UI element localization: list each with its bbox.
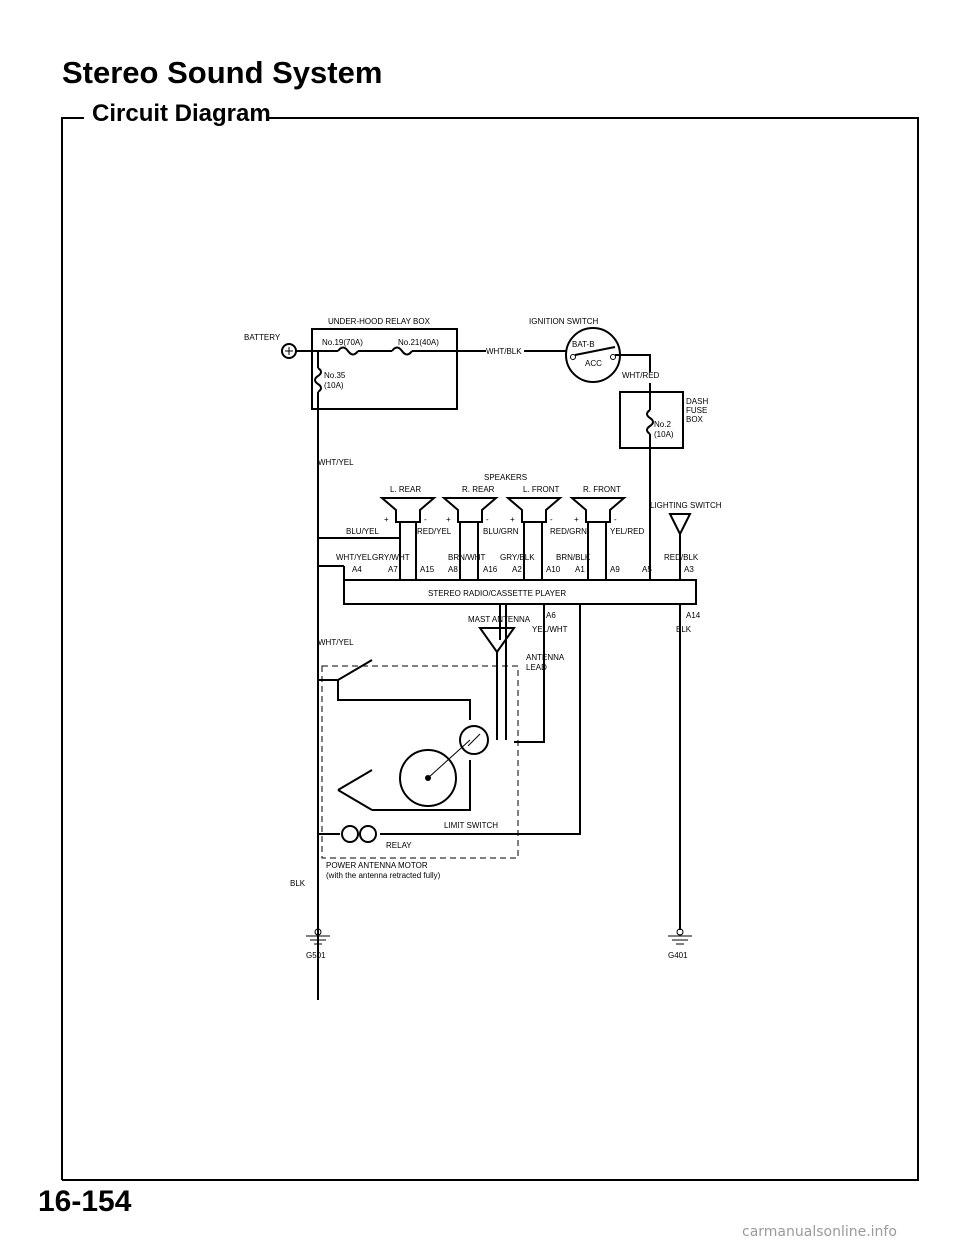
speaker-label-r-front: R. FRONT [583, 485, 621, 494]
watermark: carmanualsonline.info [742, 1224, 897, 1240]
terminal-a1: A1 [575, 565, 585, 574]
ignition-switch-label: IGNITION SWITCH [529, 317, 599, 326]
speaker-r-rear-icon: +- [441, 497, 499, 524]
wire-blu-yel-label: BLU/YEL [346, 527, 379, 536]
fuse-2-label: No.2 [654, 420, 671, 429]
speakers-label: SPEAKERS [484, 473, 527, 482]
section-subtitle: Circuit Diagram [92, 100, 271, 127]
wire-yel-wht-label: YEL/WHT [532, 625, 568, 634]
acc-label: ACC [585, 359, 602, 368]
relay-coil-icon [341, 825, 359, 843]
svg-text:+: + [384, 515, 389, 524]
wire-yel-red-label: YEL/RED [610, 527, 644, 536]
dash-fuse-box [619, 391, 684, 449]
wire-wht-red-label: WHT/RED [622, 371, 660, 380]
limit-switch-label: LIMIT SWITCH [444, 821, 498, 830]
speaker-l-front-icon: +- [505, 497, 563, 524]
ground-g501-icon [306, 920, 330, 945]
svg-text:-: - [424, 515, 427, 524]
wire-brn-blk-label: BRN/BLK [556, 553, 591, 562]
ground-g401-label: G401 [668, 951, 688, 960]
underhood-relay-box [311, 328, 458, 410]
fuse-19-symbol [337, 346, 359, 356]
terminal-a2: A2 [512, 565, 522, 574]
speaker-label-r-rear: R. REAR [462, 485, 495, 494]
svg-text:-: - [550, 515, 553, 524]
page-number: 16-154 [38, 1185, 132, 1218]
antenna-motor-icon [459, 725, 489, 755]
speaker-l-rear-icon: +- [379, 497, 437, 524]
fuse-2-rating: (10A) [654, 430, 674, 439]
fuse-21-symbol [391, 346, 413, 356]
ground-g401-icon [668, 920, 692, 945]
wire-red-grn-label: RED/GRN [550, 527, 587, 536]
lighting-switch-label: LIGHTING SWITCH [650, 501, 722, 510]
wire-brn-wht-label: BRN/WHT [448, 553, 485, 562]
terminal-a5: A5 [642, 565, 652, 574]
wire-wht-blk-label: WHT/BLK [486, 347, 522, 356]
terminal-a14-label: A14 [686, 611, 701, 620]
terminal-a4: A4 [352, 565, 362, 574]
wire-gry-blk-label: GRY/BLK [500, 553, 535, 562]
relay-label: RELAY [386, 841, 412, 850]
limit-switch-cam [399, 749, 457, 807]
fuse-19-label: No.19(70A) [322, 338, 363, 347]
svg-text:-: - [486, 515, 489, 524]
fuse-35-rating: (10A) [324, 381, 344, 390]
antenna-motor-box [321, 665, 519, 859]
dash-fuse-label-3: BOX [686, 415, 704, 424]
lighting-switch-icon [668, 513, 692, 537]
underhood-box-label: UNDER-HOOD RELAY BOX [328, 317, 431, 326]
dash-fuse-label-2: FUSE [686, 406, 707, 415]
antenna-motor-note: (with the antenna retracted fully) [326, 871, 441, 880]
page-title: Stereo Sound System [62, 55, 383, 90]
wire-red-blk-label: RED/BLK [664, 553, 699, 562]
terminal-a9: A9 [610, 565, 620, 574]
stereo-radio-label: STEREO RADIO/CASSETTE PLAYER [428, 589, 566, 598]
wire-blu-grn-label: BLU/GRN [483, 527, 519, 536]
antenna-lead-label-2: LEAD [526, 663, 547, 672]
mast-antenna-icon [478, 627, 516, 654]
dash-fuse-label-1: DASH [686, 397, 708, 406]
svg-text:+: + [510, 515, 515, 524]
wire-gry-wht-label: GRY/WHT [372, 553, 410, 562]
ground-g501-label: G501 [306, 951, 326, 960]
terminal-a6-label: A6 [546, 611, 556, 620]
terminal-a8: A8 [448, 565, 458, 574]
fuse-21-label: No.21(40A) [398, 338, 439, 347]
fuse-35-label: No.35 [324, 371, 346, 380]
wire-blk-label-2: BLK [290, 879, 306, 888]
antenna-motor-label: POWER ANTENNA MOTOR [326, 861, 428, 870]
bat-b-label: BAT-B [572, 340, 595, 349]
terminal-a10: A10 [546, 565, 561, 574]
stereo-radio-box [343, 579, 697, 605]
wire-wht-yel-label-1: WHT/YEL [318, 458, 354, 467]
wire-wht-yel-label-3: WHT/YEL [318, 638, 354, 647]
terminal-a16: A16 [483, 565, 498, 574]
terminal-a7: A7 [388, 565, 398, 574]
wire-blk-label: BLK [676, 625, 692, 634]
speaker-label-l-rear: L. REAR [390, 485, 421, 494]
svg-text:+: + [574, 515, 579, 524]
fuse-35-symbol [314, 367, 322, 393]
wire-wht-yel-label-2: WHT/YEL [336, 553, 372, 562]
diagram-frame [61, 117, 919, 1181]
svg-text:-: - [614, 515, 617, 524]
battery-label: BATTERY [244, 333, 281, 342]
svg-text:+: + [446, 515, 451, 524]
speaker-r-front-icon: +- [569, 497, 627, 524]
terminal-a3: A3 [684, 565, 694, 574]
antenna-lead-label-1: ANTENNA [526, 653, 565, 662]
terminal-a15: A15 [420, 565, 435, 574]
wire-red-yel-label: RED/YEL [417, 527, 452, 536]
fuse-2-symbol [646, 409, 654, 435]
speaker-label-l-front: L. FRONT [523, 485, 560, 494]
